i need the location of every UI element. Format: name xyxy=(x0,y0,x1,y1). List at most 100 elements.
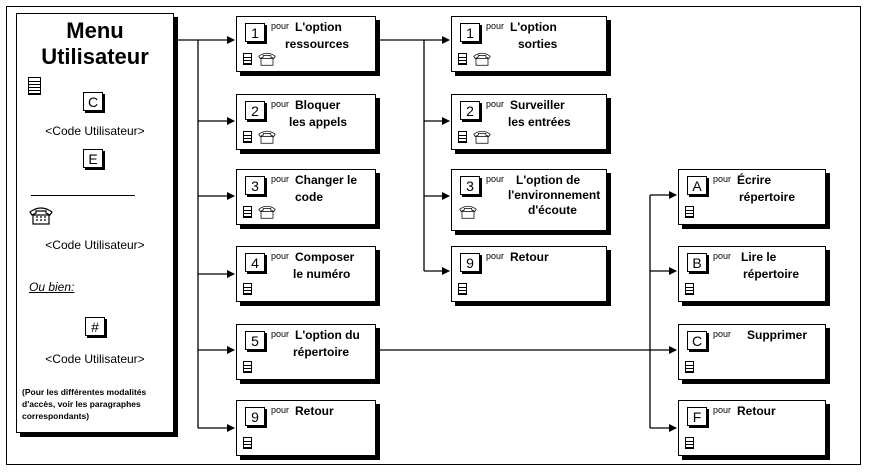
key-4: 4 xyxy=(245,253,265,272)
key-2: 2 xyxy=(245,101,265,120)
option-supprimer-box: C pour Supprimer xyxy=(678,324,826,380)
option-label-line1: Changer le xyxy=(295,173,358,187)
keypad-icon xyxy=(685,361,694,373)
keypad-icon xyxy=(243,437,252,449)
telephone-icon xyxy=(258,205,276,219)
keypad-icon xyxy=(243,206,252,218)
key-2: 2 xyxy=(460,101,480,120)
telephone-icon xyxy=(29,207,53,225)
key-9: 9 xyxy=(245,407,265,426)
option-label-line1: Supprimer xyxy=(747,328,808,342)
key-c: C xyxy=(83,92,103,111)
key-hash: # xyxy=(85,317,105,336)
key-9: 9 xyxy=(460,253,480,272)
key-1: 1 xyxy=(460,23,480,42)
keypad-icon xyxy=(458,283,467,295)
menu-title-line2: Utilisateur xyxy=(41,44,149,69)
keypad-icon xyxy=(685,206,694,218)
pour-label: pour xyxy=(486,99,505,109)
option-changer-code-box: 3 pour Changer le code xyxy=(236,169,376,225)
keypad-icon xyxy=(685,283,694,295)
option-label-line1: L'option xyxy=(510,20,557,34)
pour-label: pour xyxy=(713,174,732,184)
pour-label: pour xyxy=(271,405,290,415)
option-label-line1: Bloquer xyxy=(295,98,341,112)
key-f: F xyxy=(687,407,707,426)
keypad-icon xyxy=(243,361,252,373)
key-5: 5 xyxy=(245,331,265,350)
option-label-line2: les appels xyxy=(289,115,348,129)
pour-label: pour xyxy=(713,251,732,261)
option-ecrire-box: A pour Écrire répertoire xyxy=(678,169,826,225)
pour-label: pour xyxy=(271,21,290,31)
pour-label: pour xyxy=(271,174,290,184)
pour-label: pour xyxy=(713,405,732,415)
option-label-line2: le numéro xyxy=(293,267,351,281)
pour-label: pour xyxy=(271,251,290,261)
option-retour-box: 9 pour Retour xyxy=(451,246,607,302)
option-label-line2: répertoire xyxy=(293,345,350,359)
option-sorties-box: 1 pour L'option sorties xyxy=(451,16,607,72)
pour-label: pour xyxy=(486,174,505,184)
option-lire-box: B pour Lire le répertoire xyxy=(678,246,826,302)
diagram-frame xyxy=(6,6,861,465)
option-label-line1: Retour xyxy=(510,250,549,264)
pour-label: pour xyxy=(713,329,732,339)
option-label-line1: Écrire xyxy=(737,173,772,187)
option-ressources-box: 1 pour L'option ressources xyxy=(236,16,376,72)
option-bloquer-box: 2 pour Bloquer les appels xyxy=(236,94,376,150)
keypad-icon xyxy=(243,131,252,143)
keypad-icon xyxy=(28,77,41,95)
option-retour-box: F pour Retour xyxy=(678,400,826,456)
option-label-line1: Composer xyxy=(295,250,355,264)
code-utilisateur-1: <Code Utilisateur> xyxy=(45,124,145,138)
option-label-line2: répertoire xyxy=(739,190,796,204)
telephone-icon xyxy=(258,130,276,144)
key-a: A xyxy=(687,176,707,195)
pour-label: pour xyxy=(486,251,505,261)
pour-label: pour xyxy=(486,21,505,31)
option-label-line2: code xyxy=(295,190,324,204)
option-retour-box: 9 pour Retour xyxy=(236,400,376,456)
separator xyxy=(31,195,135,196)
option-label-line2: ressources xyxy=(285,37,350,51)
option-label-line2: les entrées xyxy=(508,115,571,129)
option-label-line2: répertoire xyxy=(743,267,800,281)
option-label-line1: Surveiller xyxy=(510,98,565,112)
option-repertoire-box: 5 pour L'option du répertoire xyxy=(236,324,376,380)
option-label-line1: L'option du xyxy=(295,328,360,342)
pour-label: pour xyxy=(271,329,290,339)
option-label-line1: L'option de xyxy=(516,173,581,187)
key-3: 3 xyxy=(245,176,265,195)
keypad-icon xyxy=(458,53,467,65)
option-label-line2: sorties xyxy=(518,37,558,51)
option-label-line1: Retour xyxy=(295,404,334,418)
telephone-icon xyxy=(473,130,491,144)
keypad-icon xyxy=(243,283,252,295)
key-3: 3 xyxy=(460,176,480,195)
key-1: 1 xyxy=(245,23,265,42)
option-composer-box: 4 pour Composer le numéro xyxy=(236,246,376,302)
option-label-line1: L'option xyxy=(295,20,342,34)
key-b: B xyxy=(687,253,707,272)
keypad-icon xyxy=(685,437,694,449)
code-utilisateur-3: <Code Utilisateur> xyxy=(45,352,145,366)
keypad-icon xyxy=(458,131,467,143)
key-c: C xyxy=(687,331,707,350)
telephone-icon xyxy=(473,52,491,66)
option-label-line2: l'environnement xyxy=(508,188,601,202)
key-e: E xyxy=(83,149,103,168)
option-label-line1: Lire le xyxy=(741,250,777,264)
option-label-line3: d'écoute xyxy=(528,203,577,217)
menu-utilisateur-panel: Menu Utilisateur C <Code Utilisateur> E … xyxy=(16,13,174,433)
telephone-icon xyxy=(459,205,477,219)
telephone-icon xyxy=(258,52,276,66)
pour-label: pour xyxy=(271,99,290,109)
option-surveiller-box: 2 pour Surveiller les entrées xyxy=(451,94,607,150)
keypad-icon xyxy=(243,53,252,65)
option-label-line1: Retour xyxy=(737,404,776,418)
menu-title-line1: Menu xyxy=(66,18,124,43)
option-environnement-box: 3 pour L'option de l'environnement d'éco… xyxy=(451,169,607,231)
access-note: (Pour les différentes modalités d'accès,… xyxy=(22,387,147,421)
